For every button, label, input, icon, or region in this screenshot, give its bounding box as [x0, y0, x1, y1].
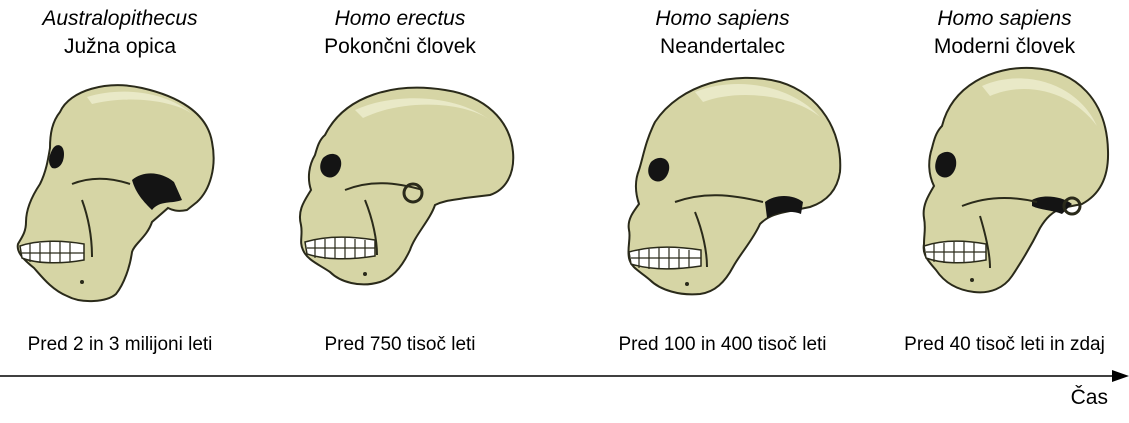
time-axis-arrow: [0, 368, 1129, 384]
australopithecus-skull-icon: [12, 72, 227, 312]
stage-neanderthal: Homo sapiens Neandertalec Pred 100 in 40…: [585, 0, 860, 423]
species-name: Australopithecus: [0, 6, 240, 32]
stage-australopithecus: Australopithecus Južna opica Pred 2 in 3…: [0, 0, 240, 423]
stage-modern-human: Homo sapiens Moderni človek Pred 40 tiso…: [880, 0, 1129, 423]
stage-homo-erectus: Homo erectus Pokončni človek Pred 750 ti…: [285, 0, 515, 423]
common-name: Pokončni človek: [285, 34, 515, 60]
common-name: Južna opica: [0, 34, 240, 60]
neanderthal-skull-icon: [615, 62, 845, 307]
modern-human-skull-icon: [912, 56, 1112, 306]
common-name: Neandertalec: [585, 34, 860, 60]
era-label: Pred 750 tisoč leti: [285, 333, 515, 357]
species-name: Homo erectus: [285, 6, 515, 32]
species-name: Homo sapiens: [880, 6, 1129, 32]
era-label: Pred 100 in 400 tisoč leti: [585, 333, 860, 357]
species-name: Homo sapiens: [585, 6, 860, 32]
homo-erectus-skull-icon: [285, 60, 515, 290]
era-label: Pred 40 tisoč leti in zdaj: [880, 333, 1129, 357]
time-axis-label: Čas: [1071, 386, 1108, 410]
era-label: Pred 2 in 3 milijoni leti: [0, 333, 240, 357]
